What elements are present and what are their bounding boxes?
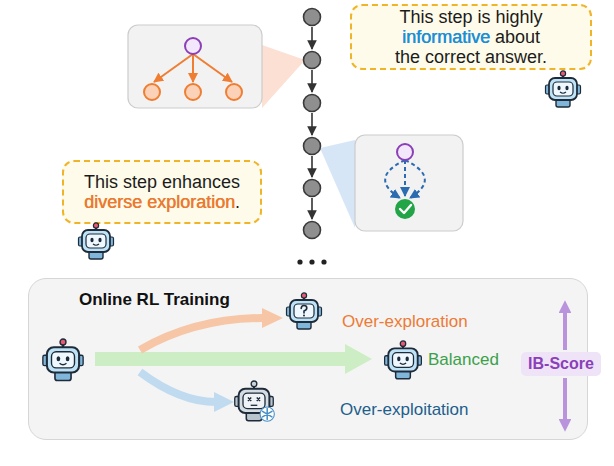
balanced-arrow bbox=[95, 344, 372, 374]
branch-circle bbox=[144, 84, 160, 100]
step-circle bbox=[304, 95, 321, 112]
state-circle bbox=[397, 144, 413, 160]
branch-circle bbox=[185, 84, 201, 100]
callout-text: This step enhances diverse exploration. bbox=[74, 172, 250, 212]
robot-icon bbox=[79, 223, 114, 259]
state-label: Over-exploration bbox=[342, 312, 468, 332]
branch-arrow bbox=[192, 54, 194, 82]
chain-arrow bbox=[311, 113, 313, 135]
score-arrow bbox=[563, 378, 567, 428]
score-arrow bbox=[563, 304, 567, 350]
chain-arrow bbox=[311, 156, 313, 177]
step-circle bbox=[304, 222, 321, 239]
focus-wedge bbox=[320, 140, 355, 228]
state-label: Balanced bbox=[428, 350, 499, 370]
dashed-path bbox=[404, 160, 406, 196]
step-circle bbox=[304, 52, 321, 69]
dashed-path bbox=[405, 160, 425, 198]
state-circle bbox=[185, 38, 201, 54]
exploitation-arrow-head bbox=[214, 392, 234, 412]
exploration-arrow-head bbox=[262, 308, 283, 328]
robot-question-icon bbox=[287, 293, 322, 329]
exploitation-arrow bbox=[140, 372, 216, 402]
step-circle bbox=[304, 9, 321, 26]
chain-arrow bbox=[311, 70, 313, 92]
callout-text: This step is highly informative about th… bbox=[389, 7, 554, 67]
inset-panel bbox=[355, 135, 463, 231]
state-label: Over-exploitation bbox=[340, 400, 469, 420]
dashed-path bbox=[385, 160, 405, 198]
check-mark bbox=[400, 205, 411, 213]
ellipsis-dot bbox=[321, 259, 326, 264]
chain-arrow bbox=[311, 198, 313, 219]
callout-box: This step is highly informative about th… bbox=[350, 4, 592, 70]
exploration-arrow bbox=[140, 318, 264, 350]
robot-frozen-icon bbox=[235, 381, 275, 421]
robot-icon bbox=[385, 341, 422, 379]
step-circle bbox=[304, 138, 321, 155]
robot-icon bbox=[43, 339, 83, 381]
robot-icon bbox=[546, 71, 581, 107]
branch-arrow bbox=[193, 54, 232, 82]
inset-panel bbox=[128, 25, 262, 108]
panel-title: Online RL Training bbox=[79, 290, 230, 310]
score-label: IB-Score bbox=[528, 355, 594, 373]
focus-wedge bbox=[262, 45, 305, 108]
ellipsis-dot bbox=[297, 259, 302, 264]
score-box: IB-Score bbox=[521, 352, 601, 376]
step-circle bbox=[304, 180, 321, 197]
branch-circle bbox=[226, 84, 242, 100]
chain-arrow bbox=[311, 27, 313, 49]
ellipsis-dot bbox=[309, 259, 314, 264]
branch-arrow bbox=[154, 54, 193, 82]
correct-circle bbox=[395, 199, 415, 219]
callout-box: This step enhances diverse exploration. bbox=[62, 160, 262, 224]
